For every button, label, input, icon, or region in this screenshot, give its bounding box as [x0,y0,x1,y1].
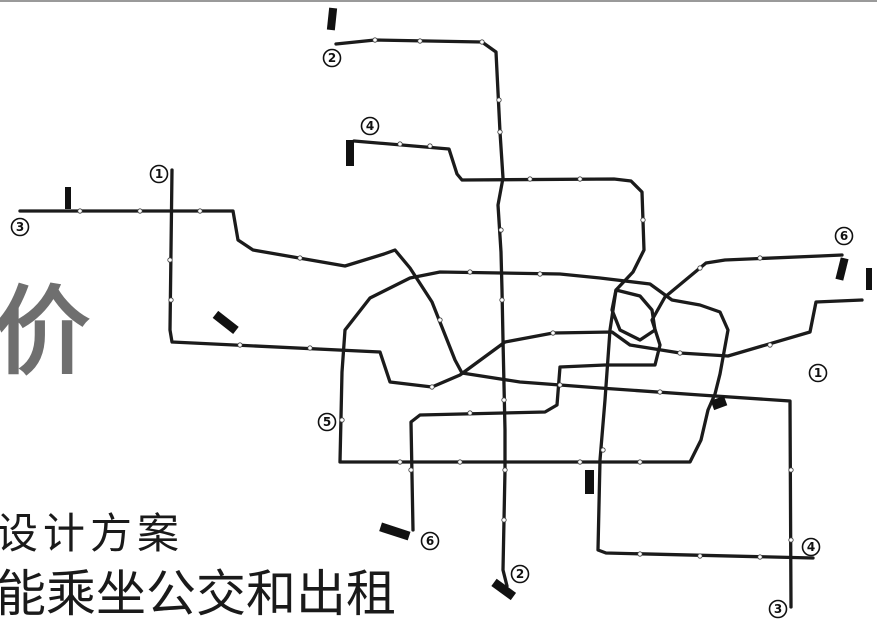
line-marker-1-north: 1 [149,164,169,184]
line-marker-3-west: 3 [10,217,30,237]
svg-text:2: 2 [328,51,336,65]
svg-text:2: 2 [516,567,524,581]
metro-line-4 [352,139,815,560]
top-divider [0,0,877,2]
line-markers: 2 4 1 3 6 1 5 6 2 4 3 [10,48,854,619]
svg-text:6: 6 [840,229,848,243]
line-marker-6-south: 6 [420,531,440,551]
metro-line-3 [18,209,793,609]
line-marker-3-south: 3 [768,599,788,619]
svg-text:3: 3 [16,220,24,234]
line-marker-4-north: 4 [360,116,380,136]
metro-line-1 [168,168,864,389]
line-marker-5: 5 [317,412,337,432]
line-marker-2-north: 2 [322,48,342,68]
svg-text:1: 1 [155,167,163,181]
line-marker-2-south: 2 [510,564,530,584]
svg-text:6: 6 [426,534,434,548]
line-marker-4-south: 4 [801,537,821,557]
metro-line-5 [338,270,730,464]
svg-text:1: 1 [814,366,822,380]
station-dots [77,37,794,560]
body-text-line-1: 设计方案 [0,509,185,558]
body-text-line-2: 能乘坐公交和出租 [0,565,396,623]
metro-line-2 [334,38,509,588]
svg-text:5: 5 [323,415,331,429]
terminal-bars [65,7,872,601]
metro-line-6 [409,253,844,532]
metro-line-loop [610,288,657,342]
line-marker-1-east: 1 [808,363,828,383]
svg-text:4: 4 [366,119,374,133]
svg-text:4: 4 [807,540,815,554]
slide-title-fragment: 价 [0,276,90,388]
line-marker-6-east: 6 [834,226,854,246]
svg-text:3: 3 [774,602,782,616]
